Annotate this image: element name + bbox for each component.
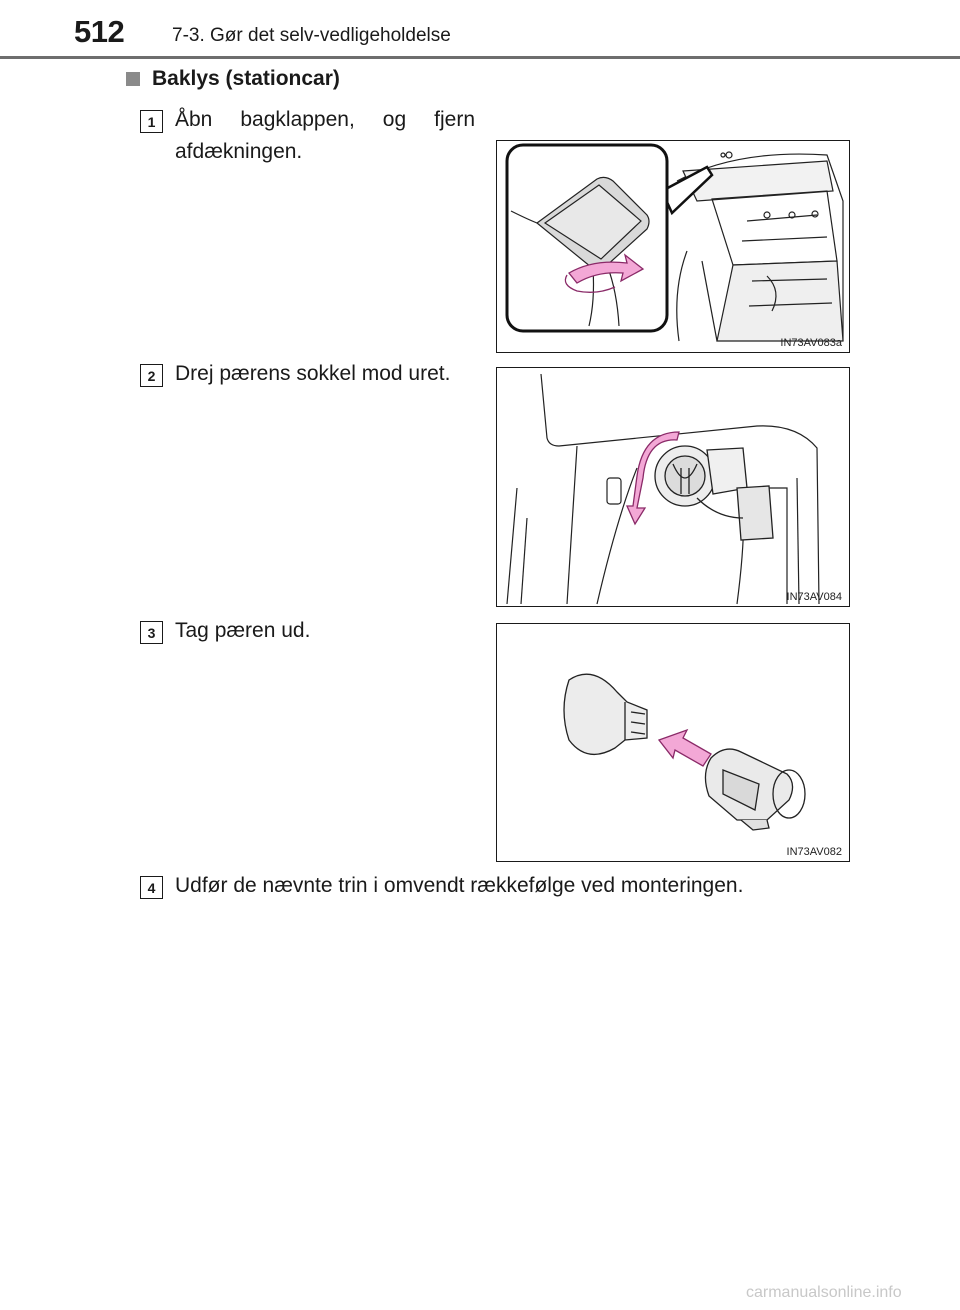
- figure-turn-socket: IN73AV084: [496, 367, 850, 607]
- figure-open-tailgate: IN73AV083a: [496, 140, 850, 353]
- header-divider: [0, 56, 960, 59]
- figure-code-2: IN73AV084: [786, 591, 842, 603]
- page-number: 512: [74, 14, 125, 49]
- section-heading-text: Baklys (stationcar): [152, 67, 340, 90]
- figure-code-3: IN73AV082: [786, 846, 842, 858]
- step-number-2: 2: [140, 364, 163, 387]
- bulb-illustration: [563, 673, 806, 831]
- step-text-3: Tag pæren ud.: [175, 619, 311, 642]
- figure-remove-bulb: IN73AV082: [496, 623, 850, 862]
- chapter-title: 7-3. Gør det selv-vedligeholdelse: [172, 25, 451, 46]
- figure-code-1: IN73AV083a: [780, 337, 842, 349]
- step-text-4: Udfør de nævnte trin i omvendt rækkefølg…: [175, 874, 744, 897]
- socket-illustration: [506, 373, 820, 605]
- step-text-1: Åbn bagklappen, og fjern afdækningen.: [175, 108, 475, 163]
- section-heading: Baklys (stationcar): [126, 67, 340, 91]
- step-number-1: 1: [140, 110, 163, 133]
- step-number-3: 3: [140, 621, 163, 644]
- watermark: carmanualsonline.info: [746, 1284, 902, 1301]
- step-text-2: Drej pærens sokkel mod uret.: [175, 362, 451, 385]
- square-bullet-icon: [126, 72, 140, 86]
- tailgate-illustration: [505, 143, 844, 342]
- step-number-4: 4: [140, 876, 163, 899]
